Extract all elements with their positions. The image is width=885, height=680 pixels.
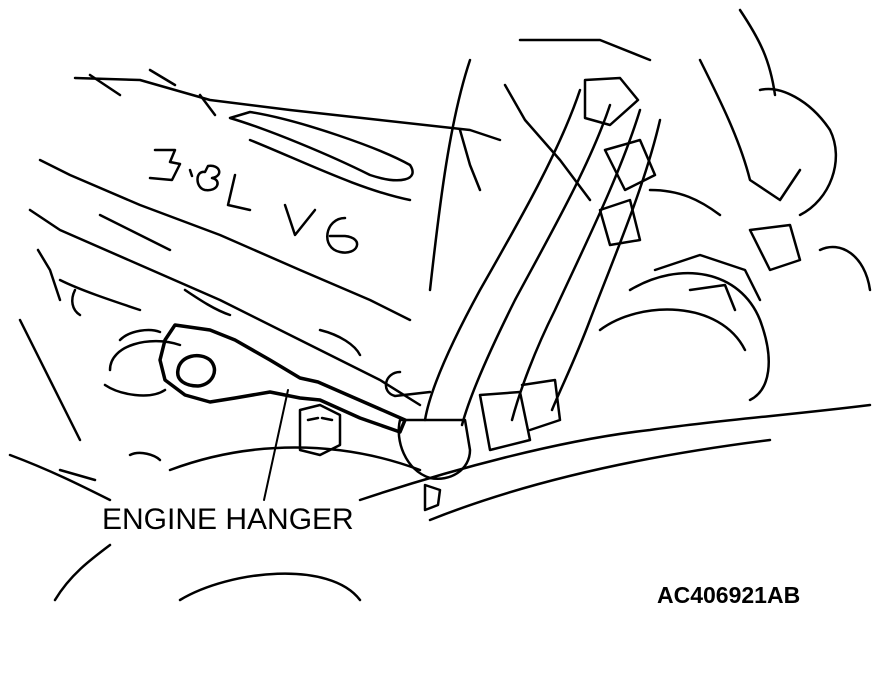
engine-cover [18, 68, 502, 442]
callout-leader [263, 389, 289, 501]
lower-frame [8, 403, 872, 602]
hoses [384, 38, 662, 512]
engine-marking-emboss [148, 148, 359, 254]
engine-hanger-callout: ENGINE HANGER [102, 503, 354, 536]
figure-code: AC406921AB [657, 582, 801, 608]
right-components [598, 8, 872, 402]
mount-boss [103, 328, 342, 462]
engine-hanger-bracket [158, 323, 407, 434]
